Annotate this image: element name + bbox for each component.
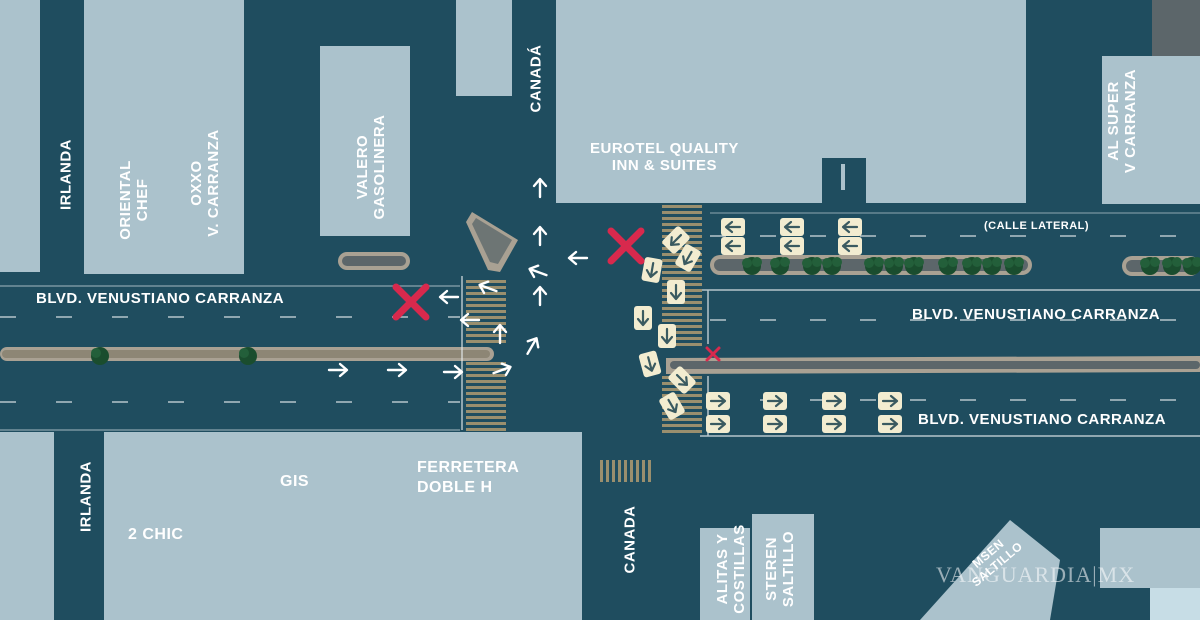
tree-icon: [1182, 257, 1200, 275]
tree-icon: [1162, 257, 1182, 275]
tree-icon: [239, 347, 257, 365]
tree-icon: [742, 257, 762, 275]
label-2-chic: 2 CHIC: [128, 526, 184, 543]
direction-arrow-icon: [704, 390, 732, 412]
label-canada-top: CANADÁ: [527, 44, 545, 113]
block-valero: [320, 46, 410, 236]
trees: [91, 257, 1200, 365]
block-steren: [752, 514, 814, 620]
block-se-light: [1150, 588, 1200, 620]
crosswalk-south: [600, 460, 651, 482]
label-irlanda-bottom: IRLANDA: [77, 461, 95, 532]
block-oriental-oxxo: [84, 0, 244, 274]
label-gis: GIS: [280, 473, 310, 490]
block-se: [1100, 528, 1200, 588]
direction-arrow-icon: [778, 235, 806, 257]
tree-icon: [938, 257, 958, 275]
direction-arrow-icon: [820, 390, 848, 412]
direction-arrow-icon: [836, 235, 864, 257]
direction-arrow-icon: [632, 304, 654, 332]
block-al-super: [1102, 56, 1200, 204]
direction-arrow-icon: [761, 413, 789, 435]
label-blvd-east-top: BLVD. VENUSTIANO CARRANZA: [912, 306, 1161, 323]
tree-icon: [982, 257, 1002, 275]
direction-arrow-icon: [719, 216, 747, 238]
tree-icon: [822, 257, 842, 275]
direction-arrow-icon: [761, 390, 789, 412]
tree-icon: [884, 257, 904, 275]
tree-icon: [1140, 257, 1160, 275]
blocked-turn-markers: [396, 231, 721, 362]
tree-icon: [904, 257, 924, 275]
label-blvd-east-bottom: BLVD. VENUSTIANO CARRANZA: [918, 411, 1167, 428]
direction-arrow-icon: [820, 413, 848, 435]
block-msen: [920, 520, 1060, 620]
tree-icon: [864, 257, 884, 275]
lane-markings: [0, 212, 1200, 437]
block-sw-far: [0, 432, 54, 620]
label-calle-lateral: (CALLE LATERAL): [984, 220, 1090, 232]
label-canada-bottom: CANADA: [621, 505, 639, 574]
direction-arrow-icon: [656, 322, 678, 350]
label-irlanda-top: IRLANDA: [57, 139, 75, 210]
block-gis-ferretera: [104, 432, 582, 620]
direction-arrow-icon: [876, 413, 904, 435]
direction-arrow-icon: [836, 216, 864, 238]
tree-icon: [1004, 257, 1024, 275]
block-far-west-top: [0, 0, 40, 272]
block-north-small: [456, 0, 512, 96]
parking-mark: [841, 164, 845, 190]
block-dark-corner: [1152, 0, 1200, 56]
tree-icon: [91, 347, 109, 365]
tree-icon: [770, 257, 790, 275]
block-alitas: [700, 528, 750, 620]
blocked-uturn-icon: [705, 346, 721, 362]
tree-icon: [802, 257, 822, 275]
direction-arrow-icon: [719, 235, 747, 257]
label-blvd-west: BLVD. VENUSTIANO CARRANZA: [36, 290, 285, 307]
direction-arrow-icon: [704, 413, 732, 435]
direction-arrow-icon: [778, 216, 806, 238]
watermark: VANGUARDIA|MX: [936, 562, 1136, 587]
direction-arrow-icon: [876, 390, 904, 412]
tree-icon: [962, 257, 982, 275]
block-eurotel: [556, 0, 1026, 203]
direction-arrow-icon: [665, 278, 687, 306]
crosswalk-west-lower: [466, 362, 506, 431]
